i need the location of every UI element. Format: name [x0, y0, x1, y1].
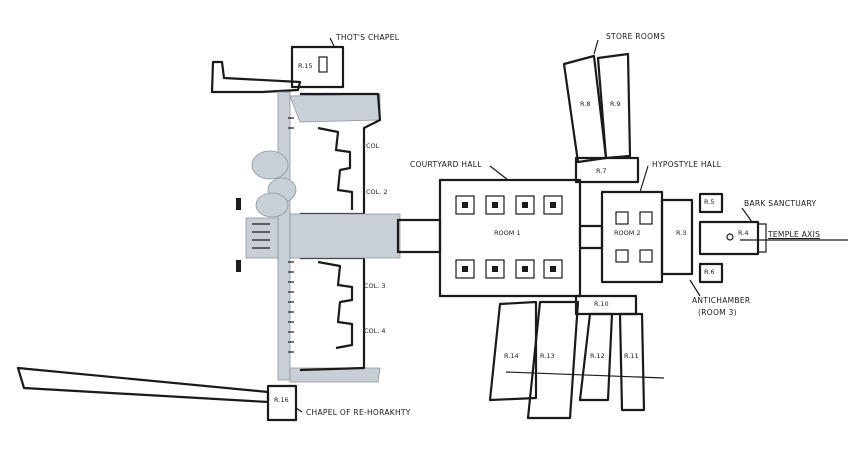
room-label-col2: COL. 2	[366, 188, 388, 196]
label-antichamber: ANTICHAMBER	[692, 296, 751, 305]
room-label-col4: COL. 4	[364, 327, 386, 335]
room-r12	[578, 312, 614, 402]
room-r11	[618, 312, 646, 412]
entrance-gateway	[236, 198, 442, 272]
room-label-r7: R.7	[596, 167, 607, 175]
room-label-r16: R.16	[274, 396, 289, 404]
room-label-r14: R.14	[504, 352, 519, 360]
hypostyle-hall	[600, 190, 664, 284]
room-label-r13: R.13	[540, 352, 555, 360]
section-line	[505, 371, 665, 379]
label-courtyard-hall: COURTYARD HALL	[410, 160, 482, 169]
room-label-r5: R.5	[704, 198, 715, 206]
room-label-r11: R.11	[624, 352, 639, 360]
room-label-r4: R.4	[738, 229, 749, 237]
room-label-r9: R.9	[610, 100, 621, 108]
passage	[578, 224, 604, 250]
room-r13	[526, 300, 580, 420]
leader-lines	[295, 37, 753, 413]
room-r14	[488, 300, 538, 402]
room-label-r8: R.8	[580, 100, 591, 108]
tree-blob	[255, 192, 289, 218]
label-store-rooms: STORE ROOMS	[606, 32, 666, 41]
label-chapel-re: CHAPEL OF RE-HORAKHTY	[306, 408, 411, 417]
room-label-r10: R.10	[594, 300, 609, 308]
front-courtyard	[251, 91, 381, 383]
courtyard-hall	[438, 178, 582, 298]
room-label-r3: R.3	[676, 229, 687, 237]
room-label-r15: R.15	[298, 62, 313, 70]
label-thots-chapel: THOT'S CHAPEL	[336, 33, 400, 42]
room-label-col1: COL	[366, 142, 380, 150]
label-temple-axis: TEMPLE AXIS	[768, 230, 821, 239]
bark-sanctuary	[698, 220, 767, 256]
thots-chapel	[210, 45, 345, 94]
chapel-re-horakhty	[16, 366, 298, 422]
label-bark-sanctuary: BARK SANCTUARY	[744, 199, 817, 208]
room-label-room2: ROOM 2	[614, 229, 641, 237]
label-hypostyle-hall: HYPOSTYLE HALL	[652, 160, 722, 169]
room-r9	[596, 52, 632, 160]
label-antichamber-sub: (ROOM 3)	[698, 308, 737, 317]
room-label-r12: R.12	[590, 352, 605, 360]
tree-blob	[251, 150, 289, 180]
room-r5	[698, 192, 724, 214]
room-label-col3: COL. 3	[364, 282, 386, 290]
room-label-room1: ROOM 1	[494, 229, 521, 237]
room-r6	[698, 262, 724, 284]
room-label-r6: R.6	[704, 268, 715, 276]
antichamber-room	[660, 198, 694, 276]
